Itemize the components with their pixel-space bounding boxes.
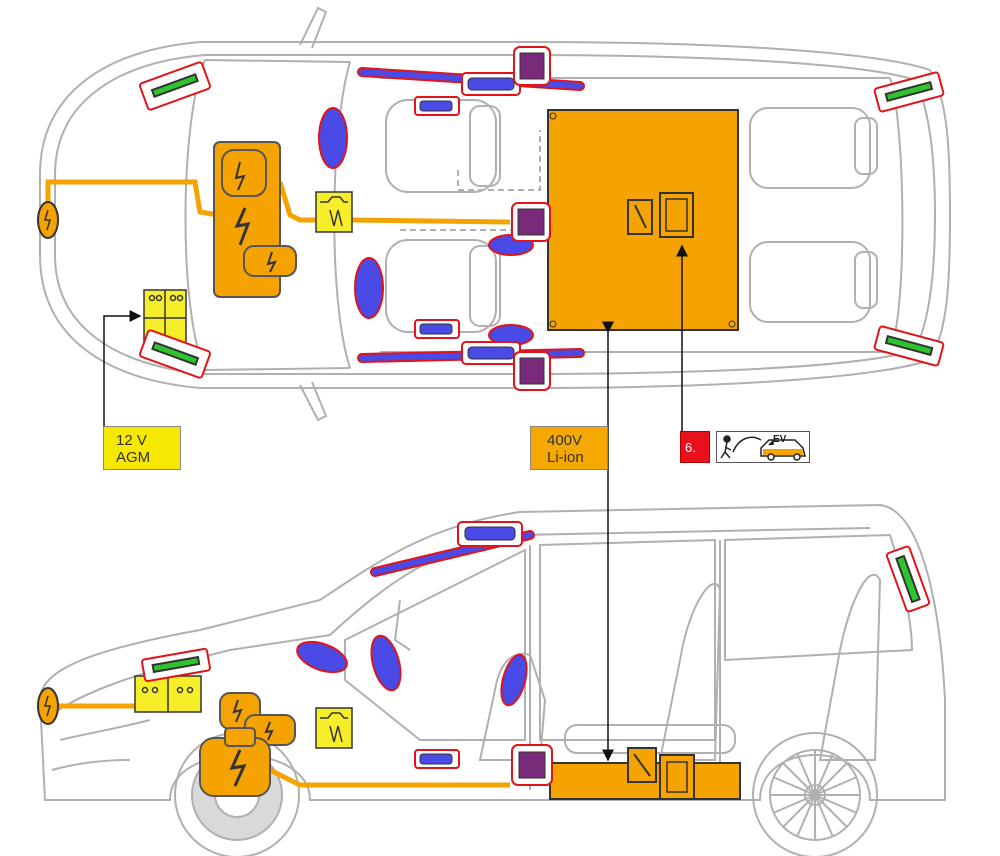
ev-towing-pictogram <box>716 431 810 463</box>
label-12v-battery: 12 V AGM <box>103 426 181 470</box>
side-power-electronics <box>199 692 296 797</box>
label-hv-line2: Li-ion <box>547 449 584 466</box>
label-12v-line1: 12 V <box>116 432 147 449</box>
top-sensors <box>139 61 945 379</box>
person-icon <box>723 435 731 443</box>
service-plug-icon <box>627 199 653 235</box>
top-gas-generator <box>315 191 353 233</box>
top-hv-cabling <box>45 179 511 225</box>
callout-lines <box>103 244 688 762</box>
side-hv-cabling <box>48 703 510 788</box>
side-12v-battery <box>134 675 202 713</box>
top-power-electronics <box>213 141 297 298</box>
top-control-modules <box>511 46 551 391</box>
label-hv-line1: 400V <box>547 432 583 449</box>
side-gas-generator <box>315 707 353 749</box>
side-front-connector <box>37 687 59 725</box>
top-front-connector <box>37 201 59 239</box>
label-12v-line2: AGM <box>116 449 151 466</box>
side-airbags <box>296 521 535 769</box>
step-number-badge: 6. <box>680 431 710 463</box>
ev-label: EV <box>773 434 787 445</box>
disconnect-icon <box>659 192 694 238</box>
top-hv-battery <box>547 109 739 331</box>
label-hv-battery: 400V Li-ion <box>530 426 608 470</box>
side-hv-battery <box>549 747 741 800</box>
side-control-module <box>511 744 553 786</box>
car-icon <box>760 439 806 457</box>
side-sensors <box>141 545 931 683</box>
